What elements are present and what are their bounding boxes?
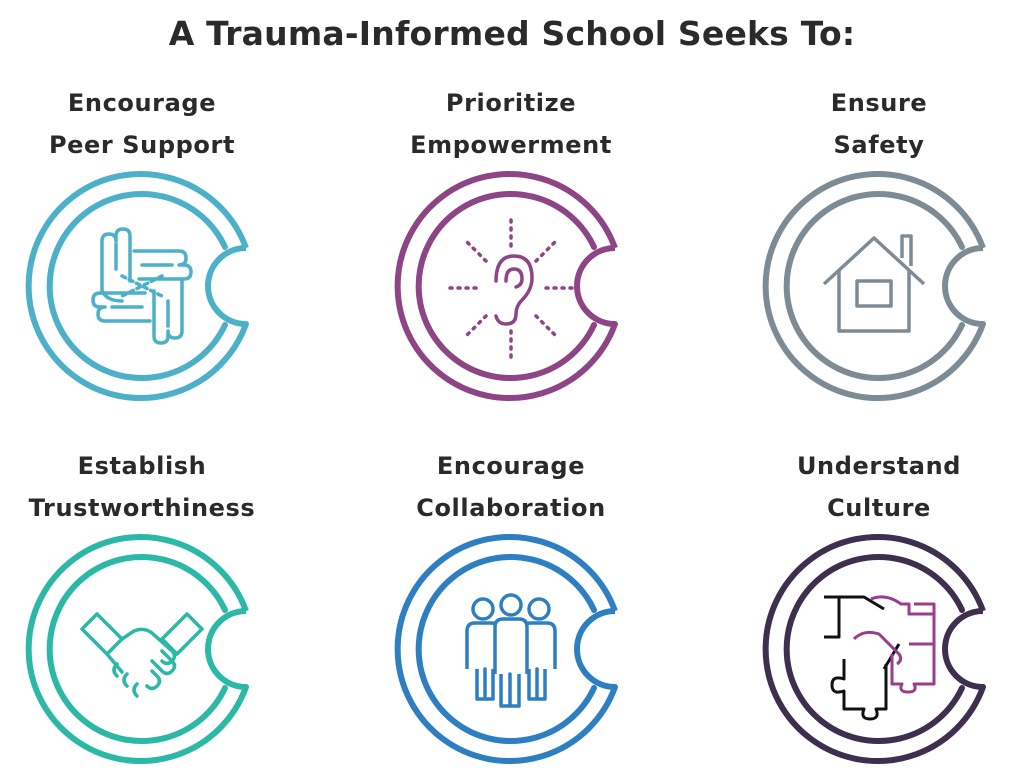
ear-icon — [394, 171, 618, 401]
outer-ring — [394, 534, 618, 764]
item-safety: Ensure Safety — [709, 82, 1024, 406]
item-label-line2: Culture — [827, 494, 931, 522]
item-label-line1: Encourage — [436, 452, 586, 480]
outer-ring — [762, 171, 986, 401]
item-label-line1: Ensure — [830, 89, 928, 117]
inner-ring — [415, 554, 597, 744]
item-peer-support: Encourage Peer Support — [0, 82, 312, 406]
outer-ring — [25, 171, 249, 401]
handshake-puzzle-icon — [762, 534, 986, 764]
outer-ring — [25, 534, 249, 764]
item-label-line2: Empowerment — [410, 131, 612, 159]
inner-ring — [415, 191, 597, 381]
inner-ring — [46, 554, 228, 744]
outer-ring — [762, 534, 986, 764]
people-group-icon — [394, 534, 618, 764]
hands-circle-icon — [25, 171, 249, 401]
page-title: A Trauma-Informed School Seeks To: — [168, 14, 856, 53]
item-collaboration: Encourage Collaboration — [341, 445, 681, 769]
item-culture: Understand Culture — [709, 445, 1024, 769]
item-empowerment: Prioritize Empowerment — [341, 82, 681, 406]
handshake-icon — [25, 534, 249, 764]
item-label-line1: Prioritize — [445, 89, 577, 117]
item-label-line2: Safety — [833, 131, 925, 159]
house-icon — [762, 171, 986, 401]
inner-ring — [783, 554, 965, 744]
item-label-line1: Understand — [796, 452, 962, 480]
item-trustworthiness: Establish Trustworthiness — [0, 445, 312, 769]
outer-ring — [394, 171, 618, 401]
item-label-line1: Encourage — [67, 89, 217, 117]
inner-ring — [783, 191, 965, 381]
item-label-line2: Peer Support — [48, 131, 236, 159]
item-label-line1: Establish — [77, 452, 207, 480]
item-label-line2: Collaboration — [416, 494, 606, 522]
inner-ring — [46, 191, 228, 381]
item-label-line2: Trustworthiness — [28, 494, 256, 522]
